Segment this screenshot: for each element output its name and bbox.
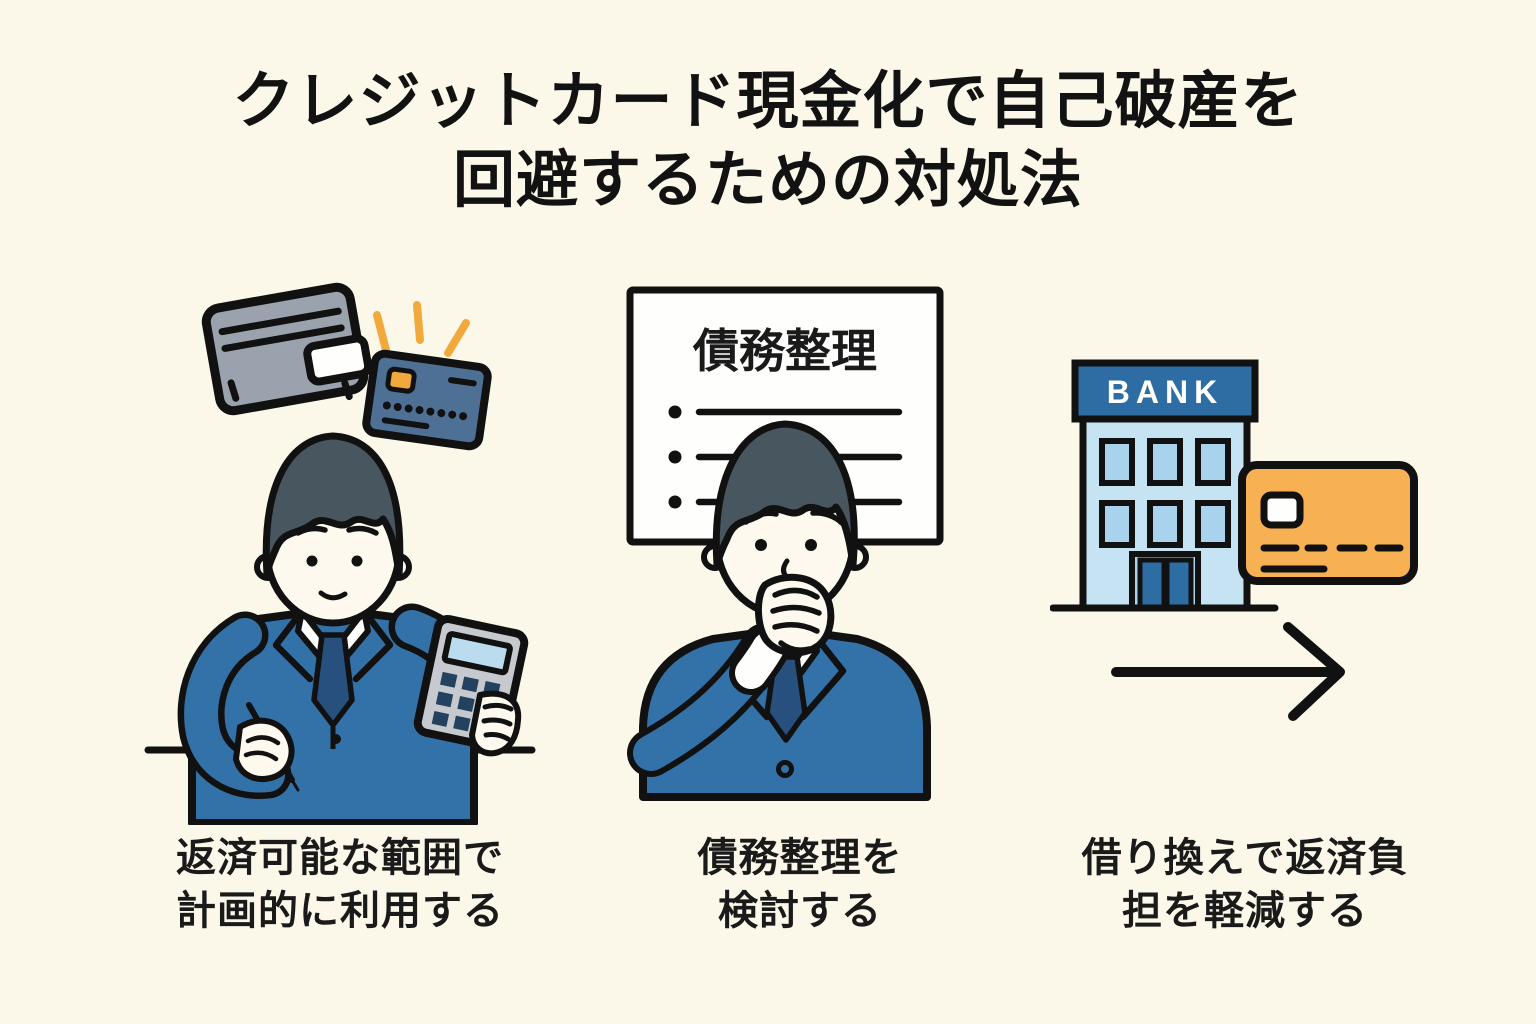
caption-planned-use-line-2: 計画的に利用する [176, 888, 504, 933]
caption-debt-workout: 債務整理を 検討する [630, 832, 970, 938]
right-hand [469, 690, 522, 757]
hair [712, 420, 858, 569]
panel-planned-use-illustration [144, 282, 536, 825]
sparkle-icon [373, 301, 470, 357]
caption-refinance-line-1: 借り換えで返済負 [1081, 836, 1409, 880]
wallet-icon [201, 282, 373, 416]
bank-building-icon: BANK [1050, 359, 1279, 612]
windows-grid [1099, 438, 1231, 548]
page-title-line-1: クレジットカード現金化で自己破産を [232, 67, 1304, 136]
door [1129, 551, 1201, 611]
arrow-right-icon [1111, 622, 1345, 721]
caption-debt-workout-line-2: 検討する [718, 888, 882, 933]
necktie [764, 654, 808, 743]
bank-sign-label: BANK [1107, 374, 1223, 410]
caption-debt-workout-line-1: 債務整理を [697, 836, 903, 880]
panel-refinance-illustration: BANK [1050, 359, 1418, 721]
panel-debt-workout-illustration: 債務整理 [626, 286, 944, 801]
page-title: クレジットカード現金化で自己破産を 回避するための対処法 [0, 62, 1536, 221]
credit-card-icon [362, 349, 492, 451]
orange-credit-card-icon [1238, 461, 1418, 585]
whiteboard-title: 債務整理 [692, 325, 877, 377]
caption-refinance-line-2: 担を軽減する [1122, 888, 1368, 933]
caption-planned-use: 返済可能な範囲で 計画的に利用する [110, 832, 570, 938]
page-title-line-2: 回避するための対処法 [452, 146, 1083, 216]
necktie [311, 632, 355, 728]
caption-planned-use-line-1: 返済可能な範囲で [176, 836, 504, 880]
caption-refinance: 借り換えで返済負 担を軽減する [1030, 832, 1460, 938]
pen-and-hand [233, 702, 300, 792]
thinking-businessman-figure [627, 420, 931, 801]
hair [262, 432, 404, 579]
hand-on-chin [755, 573, 835, 657]
